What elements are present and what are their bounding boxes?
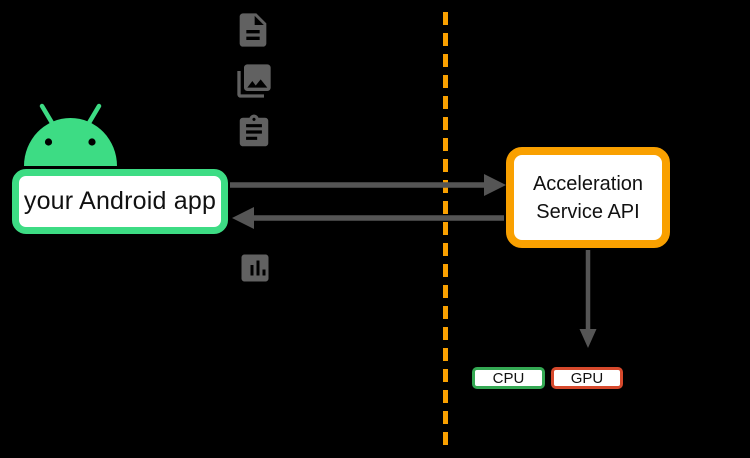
- cpu-label: CPU: [492, 369, 525, 387]
- document-icon: [239, 13, 267, 47]
- photo-library-icon: [237, 64, 271, 98]
- android-app-box: your Android app: [12, 169, 228, 234]
- cpu-chip: CPU: [472, 367, 545, 389]
- arrow-service-to-app: [232, 207, 504, 229]
- gpu-chip: GPU: [551, 367, 623, 389]
- bar-chart-icon: [241, 254, 269, 282]
- arrow-app-to-service: [230, 174, 506, 196]
- process-boundary-divider: [443, 12, 448, 447]
- android-robot-icon: [24, 103, 117, 166]
- acceleration-service-label: Acceleration Service API: [532, 172, 644, 223]
- clipboard-icon: [239, 114, 269, 147]
- android-app-label: your Android app: [23, 187, 217, 215]
- arrow-service-to-hardware: [579, 250, 597, 348]
- gpu-label: GPU: [570, 369, 604, 387]
- acceleration-service-box: Acceleration Service API: [506, 147, 670, 248]
